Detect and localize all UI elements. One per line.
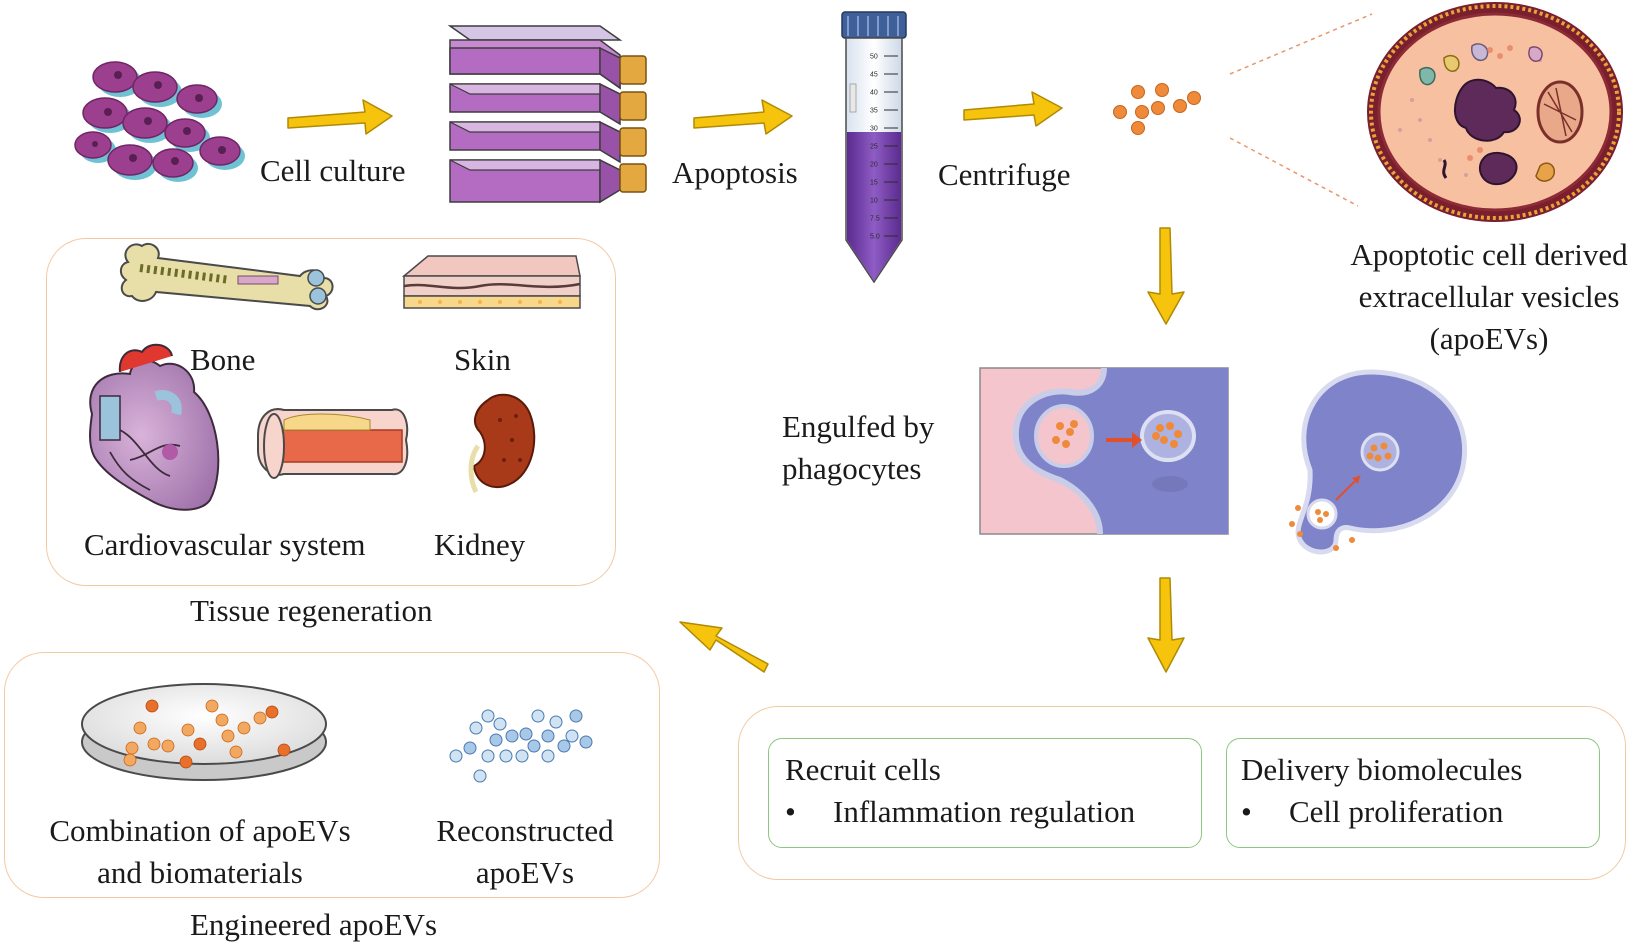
flow-arrows [287, 91, 1185, 673]
tissue-label-cardiovascular: Cardiovascular system [84, 527, 366, 562]
tube-tick-label: 7.5 [870, 216, 880, 223]
engineered-apoevs-box [4, 652, 660, 898]
arrow-engulf-down [1147, 577, 1185, 673]
engulfed-caption: Engulfed by phagocytes [782, 408, 934, 488]
step-label-cell-culture: Cell culture [260, 153, 406, 188]
tube-tick-label: 20 [870, 162, 878, 169]
bullet: • [1241, 794, 1252, 829]
tissue-label-skin: Skin [454, 342, 511, 377]
recruit-cells-item: • Inflammation regulation [785, 793, 1135, 831]
tube-tick-label: 25 [870, 144, 878, 151]
zoom-guide-lines [1229, 13, 1373, 207]
engineered-apoevs-title: Engineered apoEVs [190, 907, 438, 942]
combination-caption: Combination of apoEVs and biomaterials [20, 812, 380, 892]
delivery-biomolecules-title: Delivery biomolecules [1241, 752, 1523, 787]
tube-tick-label: 35 [870, 108, 878, 115]
apoev-caption-line3: (apoEVs) [1429, 321, 1549, 356]
arrow-vesicles-down [1147, 227, 1185, 325]
tube-tick-label: 5.0 [870, 234, 880, 241]
engulfed-caption-line1: Engulfed by [782, 409, 935, 444]
tissue-label-bone: Bone [190, 342, 256, 377]
arrow-tube-to-vesicles [963, 91, 1063, 127]
tissue-regeneration-box [46, 238, 616, 586]
phagocytosis-panel [979, 367, 1229, 535]
petri-dish-icon [81, 683, 327, 781]
functions-box [738, 706, 1626, 880]
reconstructed-caption-line2: apoEVs [475, 855, 575, 890]
inflammation-regulation-text: Inflammation regulation [833, 794, 1136, 829]
phagocyte-cell-icon [1289, 369, 1468, 555]
arrow-flask-to-tube [693, 99, 793, 135]
cell-cluster-icon [74, 61, 245, 182]
reconstructed-caption-line1: Reconstructed [436, 813, 614, 848]
apoev-caption: Apoptotic cell derived extracellular ves… [1316, 236, 1650, 358]
centrifuge-tube-icon: 50 45 40 35 30 25 20 15 10 7.5 5.0 [841, 11, 907, 284]
delivery-biomolecules-item: • Cell proliferation [1241, 793, 1503, 831]
tissue-regeneration-title: Tissue regeneration [190, 593, 433, 628]
step-label-apoptosis: Apoptosis [672, 155, 798, 190]
combination-caption-line2: and biomaterials [97, 855, 303, 890]
bullet: • [785, 794, 796, 829]
cell-proliferation-text: Cell proliferation [1289, 794, 1504, 829]
recruit-cells-box: Recruit cells • Inflammation regulation [768, 738, 1202, 848]
delivery-biomolecules-box: Delivery biomolecules • Cell proliferati… [1226, 738, 1600, 848]
bone-icon [120, 242, 334, 311]
tube-tick-label: 10 [870, 198, 878, 205]
tube-tick-label: 50 [870, 54, 878, 61]
apoev-caption-line1: Apoptotic cell derived [1350, 237, 1628, 272]
engulfed-caption-line2: phagocytes [782, 451, 922, 486]
tube-tick-label: 40 [870, 90, 878, 97]
reconstructed-caption: Reconstructed apoEVs [410, 812, 640, 892]
tube-tick-label: 30 [870, 126, 878, 133]
step-label-centrifuge: Centrifuge [938, 157, 1071, 192]
arrow-functions-to-tissue [679, 621, 769, 673]
apoev-zoom-illustration [1367, 2, 1623, 222]
kidney-icon [468, 393, 536, 494]
blood-vessel-icon [257, 408, 409, 479]
arrow-culture-to-flask [287, 99, 393, 135]
tube-tick-label: 15 [870, 180, 878, 187]
tube-tick-label: 45 [870, 72, 878, 79]
combination-caption-line1: Combination of apoEVs [49, 813, 351, 848]
culture-flask-stack-icon [447, 25, 647, 204]
apoev-vesicles-icon [1113, 83, 1201, 135]
skin-icon [401, 255, 581, 309]
tissue-label-kidney: Kidney [434, 527, 526, 562]
heart-icon [89, 343, 220, 511]
apoev-caption-line2: extracellular vesicles [1358, 279, 1620, 314]
reconstructed-apoev-icon [449, 709, 593, 783]
recruit-cells-title: Recruit cells [785, 752, 941, 787]
